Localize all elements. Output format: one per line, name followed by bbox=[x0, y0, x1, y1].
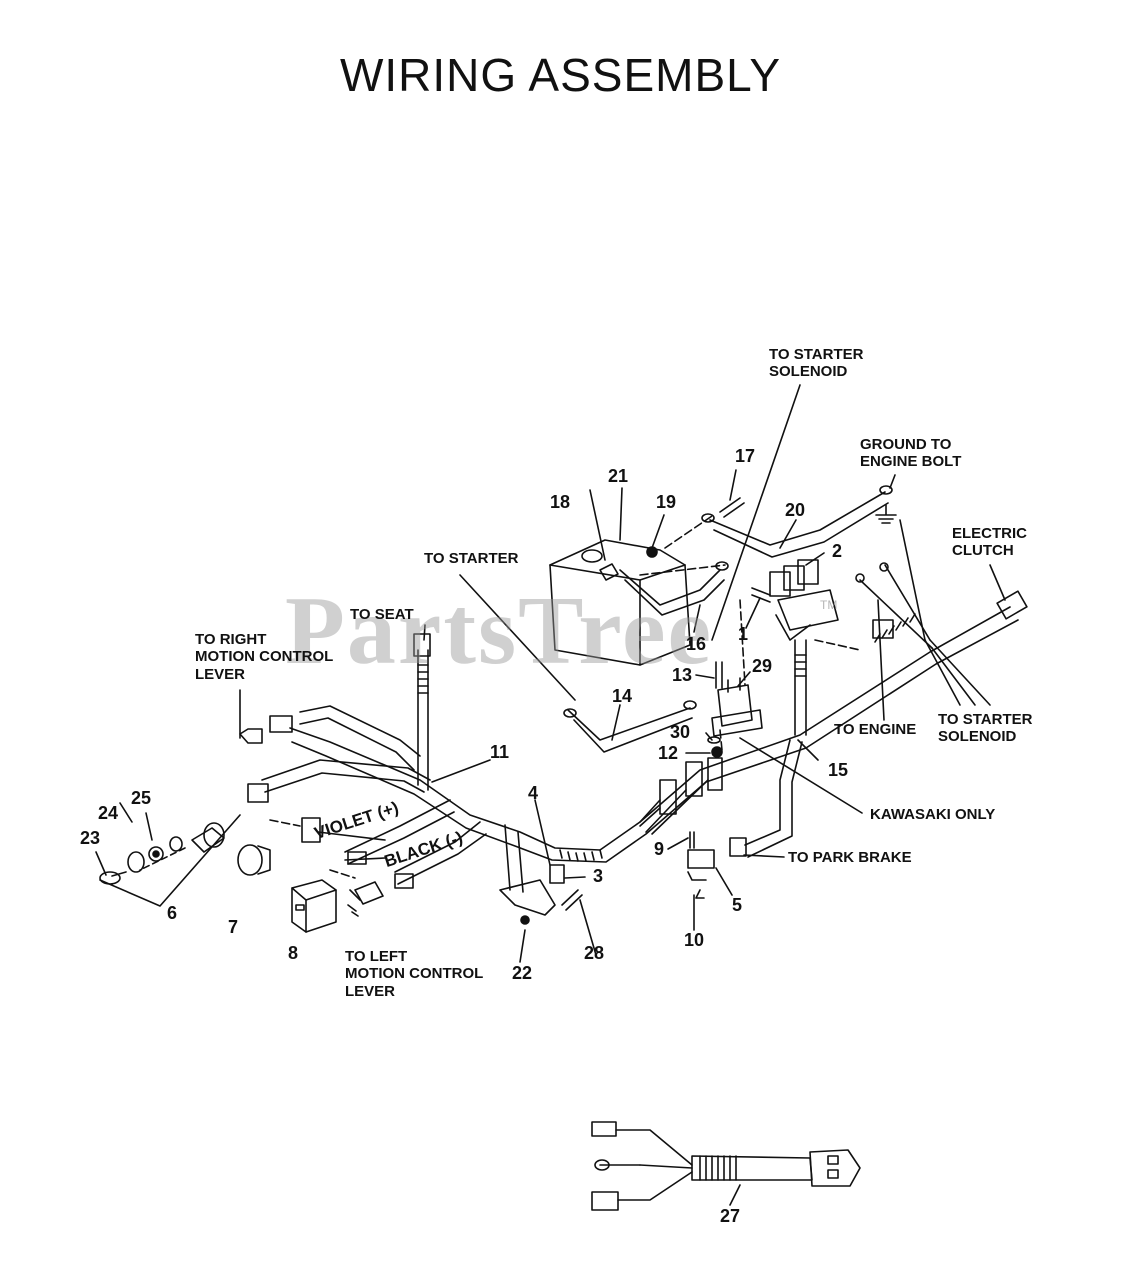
seat-branch bbox=[413, 633, 431, 791]
callout-8: 8 bbox=[288, 943, 299, 963]
callout-19: 19 bbox=[656, 492, 677, 512]
callout-1: 1 bbox=[738, 624, 749, 644]
callout-16: 16 bbox=[686, 634, 707, 654]
callout-7: 7 bbox=[228, 917, 239, 937]
callout-9: 9 bbox=[654, 839, 665, 859]
relay-branch bbox=[794, 639, 807, 736]
callout-2: 2 bbox=[832, 541, 843, 561]
callout-24: 24 bbox=[98, 803, 119, 823]
callout-14: 14 bbox=[612, 686, 633, 706]
cable-20 bbox=[701, 485, 893, 558]
cable-14 bbox=[563, 700, 697, 753]
callout-29: 29 bbox=[752, 656, 773, 676]
note-line: LEVER bbox=[195, 665, 246, 683]
note-line: MOTION CONTROL bbox=[345, 965, 484, 983]
item-7-button bbox=[237, 844, 271, 876]
callout-20: 20 bbox=[785, 500, 806, 520]
clutch-connector bbox=[996, 590, 1028, 620]
callout-25: 25 bbox=[131, 788, 152, 808]
callout-18: 18 bbox=[550, 492, 571, 512]
note-ground-to-engine-bolt: GROUND TO ENGINE BOLT bbox=[860, 436, 961, 471]
right-lever-branch bbox=[239, 705, 421, 771]
note-line: ELECTRIC bbox=[952, 525, 1027, 542]
callout-17: 17 bbox=[735, 446, 756, 466]
note-to-starter-solenoid-top: TO STARTER SOLENOID bbox=[769, 346, 863, 381]
note-to-engine: TO ENGINE bbox=[834, 721, 917, 738]
screw-22 bbox=[520, 915, 530, 925]
callout-12: 12 bbox=[658, 743, 679, 763]
leaders bbox=[95, 384, 1006, 1206]
note-line: TO STARTER bbox=[769, 346, 864, 363]
cable-16 bbox=[619, 561, 729, 616]
note-line: ENGINE BOLT bbox=[860, 453, 962, 471]
violet-black-branch bbox=[301, 799, 487, 889]
callout-5: 5 bbox=[732, 895, 743, 915]
screw-9 bbox=[689, 831, 695, 849]
callout-23: 23 bbox=[80, 828, 101, 848]
note-to-starter-solenoid-right: TO STARTER SOLENOID bbox=[938, 711, 1032, 746]
connector-fan bbox=[639, 757, 723, 835]
callout-3: 3 bbox=[593, 866, 604, 886]
screw-17 bbox=[719, 497, 745, 518]
note-line: SOLENOID bbox=[938, 728, 1017, 746]
note-to-seat: TO SEAT bbox=[350, 606, 414, 623]
solenoid-wires-right bbox=[855, 519, 991, 706]
note-line: LEVER bbox=[345, 982, 396, 1000]
note-line: SOLENOID bbox=[769, 363, 848, 381]
callout-11: 11 bbox=[490, 742, 510, 762]
alignment-lines bbox=[269, 515, 861, 879]
relay-2 bbox=[769, 559, 839, 641]
ground-symbol bbox=[875, 504, 897, 524]
note-line: CLUTCH bbox=[952, 542, 1014, 560]
bolt-1 bbox=[751, 587, 771, 603]
main-harness bbox=[289, 606, 1019, 863]
note-line: TO LEFT bbox=[345, 948, 408, 965]
note-line: TO STARTER bbox=[938, 711, 1033, 728]
callout-22: 22 bbox=[512, 963, 533, 983]
callout-28: 28 bbox=[584, 943, 605, 963]
callout-10: 10 bbox=[684, 930, 705, 950]
note-line: TO RIGHT bbox=[195, 631, 267, 648]
screw-28 bbox=[561, 889, 583, 911]
note-line: MOTION CONTROL bbox=[195, 648, 334, 666]
harness-27 bbox=[591, 1121, 861, 1211]
note-to-starter: TO STARTER bbox=[424, 550, 519, 567]
ignition-switch-group bbox=[99, 814, 241, 907]
callout-13: 13 bbox=[672, 665, 693, 685]
bracket-branch bbox=[499, 824, 565, 916]
park-brake-branch bbox=[687, 739, 803, 899]
note-to-right-motion-control-lever: TO RIGHT MOTION CONTROL LEVER bbox=[195, 631, 333, 683]
note-kawasaki-only: KAWASAKI ONLY bbox=[870, 806, 996, 823]
watermark-logo: PartsTree bbox=[285, 577, 713, 685]
left-lever-connector bbox=[347, 881, 384, 917]
solenoid-29 bbox=[711, 677, 763, 737]
callout-27: 27 bbox=[720, 1206, 741, 1226]
callout-30: 30 bbox=[670, 722, 691, 742]
watermark-trademark: TM bbox=[820, 598, 838, 612]
callout-4: 4 bbox=[528, 783, 539, 803]
bolt-13 bbox=[715, 661, 723, 689]
nut-12 bbox=[711, 746, 723, 758]
note-to-left-motion-control-lever: TO LEFT MOTION CONTROL LEVER bbox=[345, 948, 483, 1000]
note-to-park-brake: TO PARK BRAKE bbox=[788, 849, 912, 866]
callout-21: 21 bbox=[608, 466, 629, 486]
callout-6: 6 bbox=[167, 903, 178, 923]
page-title: WIRING ASSEMBLY bbox=[339, 49, 782, 101]
item-8-switch bbox=[291, 879, 337, 933]
note-line: GROUND TO bbox=[860, 436, 952, 453]
note-electric-clutch: ELECTRIC CLUTCH bbox=[952, 525, 1027, 560]
engine-branch bbox=[872, 599, 894, 721]
ignition-branch bbox=[247, 759, 431, 803]
callout-15: 15 bbox=[828, 760, 849, 780]
washer-30 bbox=[707, 736, 721, 744]
